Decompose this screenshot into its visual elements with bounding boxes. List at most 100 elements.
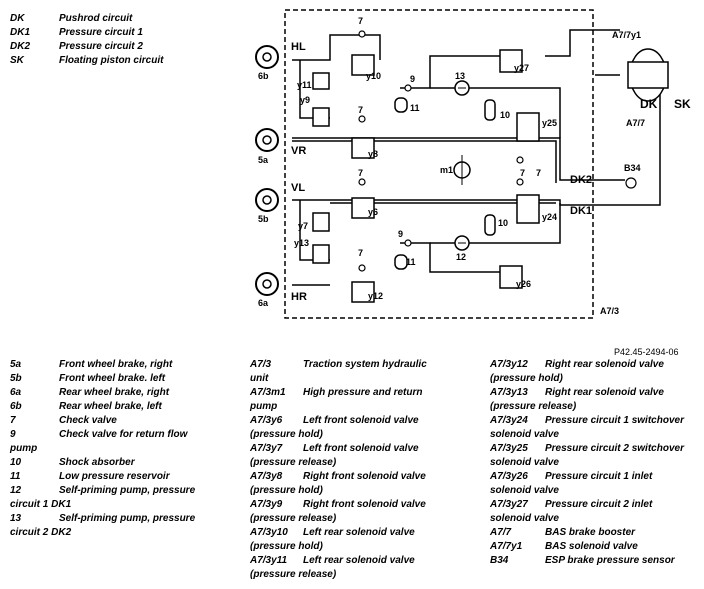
legend-code: A7/3 (250, 359, 272, 370)
label-vr: VR (291, 145, 306, 157)
legend-code: A7/3y27 (490, 499, 528, 510)
label-hr: HR (291, 291, 307, 303)
valve-y10 (351, 54, 375, 76)
legend-desc: Pressure circuit 2 inlet (545, 499, 653, 510)
legend-desc: Traction system hydraulic (303, 359, 427, 370)
legend-desc: Self-priming pump, pressure (59, 485, 196, 496)
valve-y26 (499, 265, 523, 289)
valve-y12 (351, 281, 375, 303)
legend-code: 7 (10, 415, 16, 426)
legend-desc: Pressure circuit 2 switchover (545, 443, 684, 454)
label-y13: y13 (294, 238, 309, 248)
legend-desc-cont: (pressure release) (250, 457, 337, 468)
legend-desc: Right front solenoid valve (303, 471, 426, 482)
legend-desc: Left rear solenoid valve (303, 527, 415, 538)
shock-absorber-10a (484, 99, 496, 121)
legend-desc-cont: solenoid valve (490, 457, 559, 468)
legend-desc-cont: (pressure release) (490, 401, 577, 412)
legend-code: A7/3y12 (490, 359, 528, 370)
label-7b: 7 (358, 105, 363, 115)
label-9b: 9 (398, 229, 403, 239)
legend-desc-cont: (pressure hold) (490, 373, 563, 384)
check-valve-3 (358, 178, 366, 186)
legend-code: A7/3y11 (250, 555, 288, 566)
valve-y9 (312, 107, 330, 127)
top-legend-desc: Pressure circuit 1 (59, 27, 143, 38)
legend-desc: Check valve (59, 415, 117, 426)
legend-desc-cont: (pressure release) (250, 569, 337, 580)
legend-code: 6b (10, 401, 22, 412)
label-y9: y9 (300, 95, 310, 105)
legend-code: A7/3y9 (250, 499, 283, 510)
legend-desc: Self-priming pump, pressure (59, 513, 196, 524)
legend-desc: Low pressure reservoir (59, 471, 170, 482)
label-y24: y24 (542, 212, 557, 222)
check-valve-4 (358, 264, 366, 272)
valve-y7 (312, 212, 330, 232)
top-legend-code: SK (10, 55, 24, 66)
legend-desc: Rear wheel brake, right (59, 387, 170, 398)
label-hl: HL (291, 41, 306, 53)
legend-code: A7/3y7 (250, 443, 283, 454)
label-dk1: DK1 (570, 205, 592, 217)
legend-desc: Shock absorber (59, 457, 135, 468)
legend-code: A7/7y1 (490, 541, 523, 552)
reference-code: P42.45-2494-06 (614, 347, 679, 357)
pressure-sensor-b34 (625, 177, 637, 189)
legend-code: 9 (10, 429, 16, 440)
valve-y24 (516, 194, 540, 224)
label-6b: 6b (258, 71, 269, 81)
top-legend-code: DK2 (10, 41, 31, 52)
legend-desc-cont: (pressure hold) (250, 485, 323, 496)
legend-desc-cont: solenoid valve (490, 513, 559, 524)
shock-absorber-10b (484, 214, 496, 236)
label-y6: y6 (368, 207, 378, 217)
legend-code: 5b (10, 373, 22, 384)
valve-y13 (312, 244, 330, 264)
label-a73: A7/3 (600, 306, 619, 316)
legend-code: 12 (10, 485, 22, 496)
check-valve-9a (404, 84, 412, 92)
legend-code: 13 (10, 513, 22, 524)
pump-12 (454, 235, 470, 251)
label-7c: 7 (358, 168, 363, 178)
legend-desc: Right front solenoid valve (303, 499, 426, 510)
legend-desc-cont: circuit 2 DK2 (10, 527, 72, 538)
unit-boundary (284, 9, 594, 319)
label-sk: SK (674, 97, 691, 111)
label-5a: 5a (258, 155, 269, 165)
legend-code: A7/3y6 (250, 415, 283, 426)
legend-desc: Right rear solenoid valve (545, 387, 664, 398)
solenoid-valves (312, 49, 540, 303)
legend-desc-cont: (pressure hold) (250, 541, 323, 552)
top-legend-code: DK (10, 13, 25, 24)
circuit-lines (292, 29, 661, 286)
top-legend-code: DK1 (10, 27, 31, 38)
legend-code: A7/3m1 (250, 387, 286, 398)
label-7f: 7 (536, 168, 541, 178)
check-valves (358, 30, 524, 272)
legend-code: A7/3y10 (250, 527, 288, 538)
check-valve-5 (516, 156, 524, 164)
legend-desc: High pressure and return (303, 387, 423, 398)
check-valve-top (358, 30, 366, 38)
top-legend-desc: Pressure circuit 2 (59, 41, 143, 52)
check-valve-2 (358, 115, 366, 123)
valve-y6 (351, 197, 375, 219)
label-m1: m1 (440, 165, 453, 175)
top-legend-desc: Pushrod circuit (59, 13, 133, 24)
label-9a: 9 (410, 74, 415, 84)
label-10a: 10 (500, 110, 510, 120)
legend-desc: BAS solenoid valve (545, 541, 638, 552)
legend-desc: Pressure circuit 1 inlet (545, 471, 653, 482)
wheel-brake-5a (255, 128, 279, 152)
reservoir-11b (394, 254, 408, 270)
label-11a: 11 (410, 103, 420, 113)
legend-desc: Left front solenoid valve (303, 443, 419, 454)
label-11b: 11 (406, 257, 416, 267)
legend-desc: Check valve for return flow (59, 429, 188, 440)
legend-desc-cont: unit (250, 373, 269, 384)
label-y27: y27 (514, 63, 529, 73)
label-y25: y25 (542, 118, 557, 128)
